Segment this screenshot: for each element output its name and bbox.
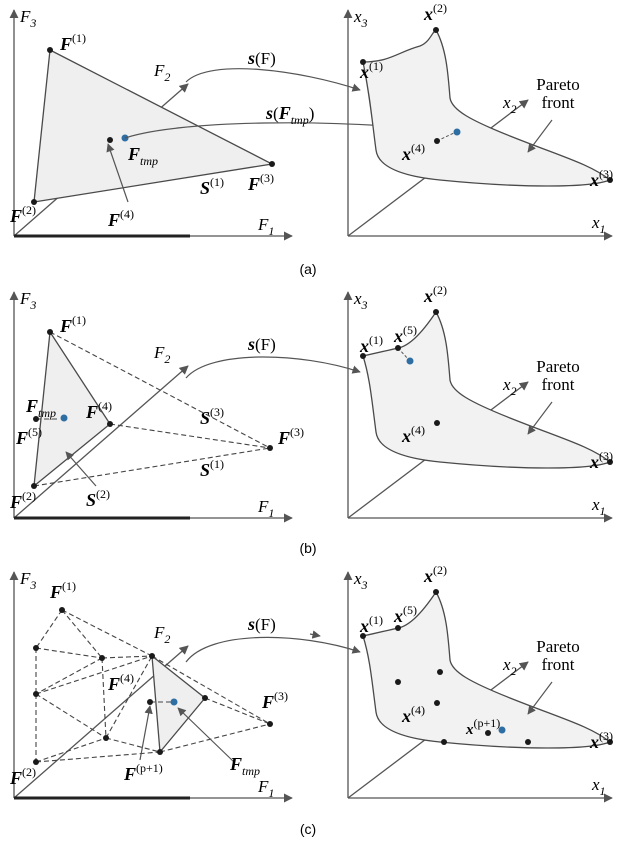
panel-a-label-f4: F(4) xyxy=(107,207,134,230)
panel-b-label-f2: F(2) xyxy=(9,489,36,512)
panel-a-left-points xyxy=(31,47,275,205)
panel-a-label-f2: F(2) xyxy=(9,203,36,226)
panel-c-xtmp-dot xyxy=(498,726,506,734)
panel-c-label-fp: F(p+1) xyxy=(123,761,163,784)
panel-a-pareto-arrow xyxy=(527,119,553,153)
panel-c-axis-x3: x3 xyxy=(353,569,368,592)
panel-c-dashed-mesh xyxy=(35,609,271,763)
panel-a-axis-x3: x3 xyxy=(353,7,368,30)
panel-a-caption: (a) xyxy=(299,261,316,277)
panel-a-f4-arrow xyxy=(106,143,129,203)
panel-b-dashed-edges xyxy=(33,331,271,487)
panel-c-axis-f1: F1 xyxy=(257,777,274,800)
panel-b-axis-f1: F1 xyxy=(257,497,274,520)
panel-a-label-s1: S(1) xyxy=(200,175,224,198)
panel-b-label-s3: S(3) xyxy=(200,405,224,428)
panel-c-axis-f3: F3 xyxy=(19,569,36,592)
panel-a-xtmp-dot xyxy=(453,128,461,136)
panel-a-right-points xyxy=(360,27,613,183)
panel-c-axis-x2: x2 xyxy=(502,655,517,678)
panel-c-fp-arrow xyxy=(139,705,153,761)
panel-a-label-x2: x(2) xyxy=(423,1,447,24)
panel-c-pareto-arrow xyxy=(527,681,553,715)
panel-b-label-x2: x(2) xyxy=(423,283,447,306)
panel-a-axis-x2: x2 xyxy=(502,93,517,116)
panel-b-xtmp-dot xyxy=(406,357,414,365)
panel-b-axis-x2: x2 xyxy=(502,375,517,398)
panel-c-label-f2: F(2) xyxy=(9,765,36,788)
panel-b-label-f1: F(1) xyxy=(59,313,86,336)
panel-a-label-x3: x(3) xyxy=(589,167,613,190)
panel-c-label-x2: x(2) xyxy=(423,563,447,586)
panel-c-caption: (c) xyxy=(300,821,316,837)
panel-b-caption: (b) xyxy=(299,540,316,556)
panel-c-label-ftmp: Ftmp xyxy=(229,754,260,778)
panel-c-ftmp-arrow xyxy=(177,707,235,763)
panel-c-map-label: s(F) xyxy=(247,614,276,634)
panel-c: F3 F2 F1 F(1) F(2) F(3) F(4) F(p+1) Ftmp… xyxy=(9,563,613,837)
panel-b: F3 F2 F1 F(1) F(2) F(3) F(4) F(5) Ftmp S… xyxy=(9,283,613,556)
panel-b-label-s2: S(2) xyxy=(86,487,110,510)
panel-b-map-arrow xyxy=(185,356,361,379)
panel-a-pareto-front xyxy=(362,29,612,187)
panel-b-pareto-arrow xyxy=(527,401,553,435)
panel-c-ftmp-dot xyxy=(170,698,178,706)
panel-c-map-tick xyxy=(309,630,321,639)
panel-c-left-points xyxy=(33,607,273,765)
panel-b-axis-f3: F3 xyxy=(19,289,36,312)
panel-c-map-arrow xyxy=(185,636,361,663)
panel-a-label-f1: F(1) xyxy=(59,31,86,54)
panel-b-right-points xyxy=(360,309,613,465)
panel-c-pareto-front xyxy=(362,590,612,749)
panel-b-pareto-front xyxy=(362,310,612,469)
panel-c-label-f1: F(1) xyxy=(49,579,76,602)
panel-a-axis-f2: F2 xyxy=(153,61,170,84)
panel-a-x4-link xyxy=(436,131,457,142)
panel-a-axis-f1: F1 xyxy=(257,215,274,238)
panel-b-left-axes xyxy=(9,291,293,523)
panel-c-sub-simplex xyxy=(151,654,206,754)
panel-b-label-f3: F(3) xyxy=(277,425,304,448)
panel-c-axis-x1: x1 xyxy=(591,775,606,798)
panel-a-simplex xyxy=(33,48,275,203)
panel-a-map-arrow xyxy=(185,68,361,92)
panel-a-map-label: s(F) xyxy=(247,48,276,68)
panel-b-label-s1: S(1) xyxy=(200,457,224,480)
panel-a-axis-x1: x1 xyxy=(591,213,606,236)
panel-b-axis-x1: x1 xyxy=(591,495,606,518)
panel-b-left-points xyxy=(31,329,273,489)
panel-a-axis-f3: F3 xyxy=(19,7,36,30)
panel-c-label-f4: F(4) xyxy=(107,671,134,694)
panel-b-axis-f2: F2 xyxy=(153,343,170,366)
panel-a-label-f3: F(3) xyxy=(247,171,274,194)
panel-a: F3 F2 F1 F(1) F(2) F(3) F(4) Ftmp S(1) s… xyxy=(9,1,613,277)
panel-b-s2-arrow xyxy=(65,451,97,487)
panel-c-label-x3: x(3) xyxy=(589,729,613,752)
panel-c-label-f3: F(3) xyxy=(261,689,288,712)
panel-c-axis-f2: F2 xyxy=(153,623,170,646)
panel-b-axis-x3: x3 xyxy=(353,289,368,312)
panel-b-ftmp-dot xyxy=(60,414,68,422)
panel-c-right-points xyxy=(360,589,613,745)
panel-b-map-label: s(F) xyxy=(247,334,276,354)
panel-a-tmp-map-label: s(Ftmp) xyxy=(265,103,314,127)
panel-b-label-x3: x(3) xyxy=(589,449,613,472)
